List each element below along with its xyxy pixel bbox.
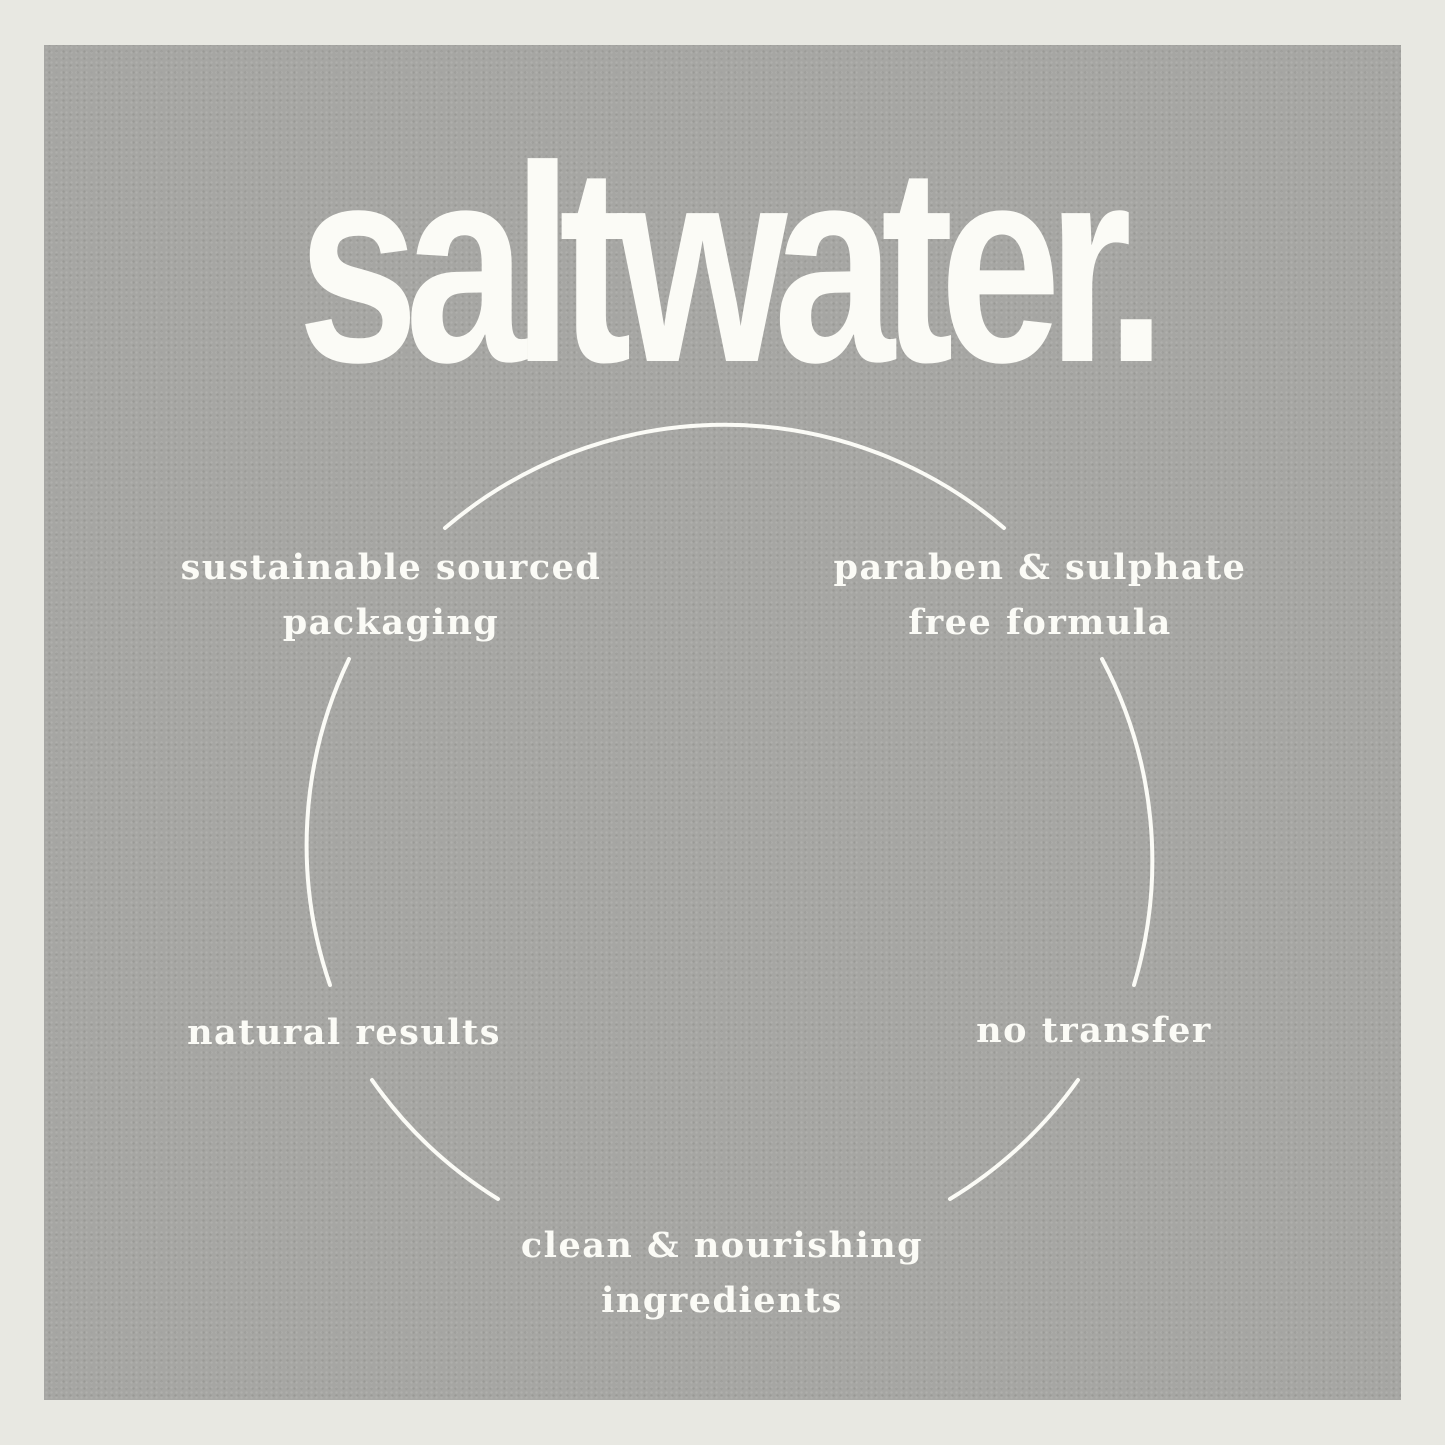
- ring-arc-left: [304, 657, 351, 987]
- cycle-item-ingredients: clean & nourishing ingredients: [482, 1218, 962, 1328]
- ring-arc-top: [443, 422, 1006, 530]
- cycle-item-ingredients-line2: ingredients: [601, 1280, 843, 1321]
- brand-wordmark: saltwater.: [297, 109, 1166, 421]
- cycle-item-formula: paraben & sulphate free formula: [800, 540, 1280, 650]
- cycle-item-no-transfer-line1: no transfer: [976, 1010, 1212, 1051]
- cycle-item-formula-line2: free formula: [908, 602, 1172, 643]
- cycle-ring: [304, 422, 1155, 1201]
- ring-arc-right: [1100, 657, 1155, 987]
- cycle-item-ingredients-line1: clean & nourishing: [520, 1225, 924, 1266]
- cycle-item-natural-results-line1: natural results: [187, 1012, 501, 1053]
- cycle-item-natural-results: natural results: [164, 1005, 524, 1060]
- ring-arc-bottom-left: [370, 1078, 500, 1201]
- cycle-item-no-transfer: no transfer: [924, 1003, 1264, 1058]
- cycle-item-packaging-line2: packaging: [282, 602, 500, 643]
- cycle-item-packaging-line1: sustainable sourced: [180, 547, 602, 588]
- poster-panel: saltwater. sustainable sourced packaging…: [44, 45, 1401, 1400]
- cycle-item-formula-line1: paraben & sulphate: [833, 547, 1247, 588]
- ring-arc-bottom-right: [948, 1078, 1080, 1201]
- cycle-item-packaging: sustainable sourced packaging: [146, 540, 636, 650]
